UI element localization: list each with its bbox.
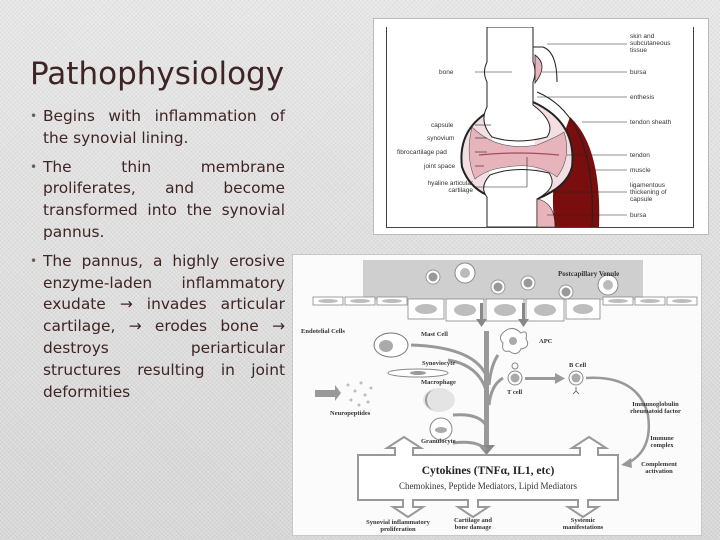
label-complement-activation: Complement activation <box>641 461 677 475</box>
label-endothelial-cells: Endotelial Cells <box>301 328 345 335</box>
label-macrophage: Macrophage <box>421 379 456 386</box>
cytokine-pathway-figure: Postcapillary Venule Endotelial Cells Ma… <box>292 254 702 536</box>
label-apc: APC <box>539 338 553 345</box>
label-bone: bone <box>439 69 454 76</box>
label-bursa-bottom: bursa <box>630 212 647 219</box>
bullet-item: The thin membrane proliferates, and beco… <box>30 157 285 244</box>
label-tendon: tendon <box>630 152 650 159</box>
label-fibrocartilage-pad: fibrocartilage pad <box>397 149 447 156</box>
cytokine-box: Cytokines (TNFα, IL1, etc) Chemokines, P… <box>358 255 618 535</box>
label-joint-space: joint space <box>424 163 456 170</box>
label-immunoglobulin: Immunoglobulin rheumatoid factor <box>630 401 681 415</box>
label-muscle: muscle <box>630 167 651 174</box>
label-immune-complex: Immune complex <box>650 435 674 449</box>
bullet-item: Begins with inflammation of the synovial… <box>30 106 285 150</box>
joint-diagram-frame: bone capsule synovium fibrocartilage pad… <box>386 26 694 228</box>
label-hyaline-cartilage: hyaline articular cartilage <box>427 180 473 194</box>
label-enthesis: enthesis <box>630 94 655 101</box>
joint-anatomy-figure: bone capsule synovium fibrocartilage pad… <box>373 18 709 235</box>
label-tendon-sheath: tendon sheath <box>630 119 672 126</box>
label-mast-cell: Mast Cell <box>421 331 448 338</box>
label-synoviocyte: Synoviocyte <box>422 360 456 367</box>
bullet-item: The pannus, a highly erosive enzyme-lade… <box>30 251 285 404</box>
outcome-cartilage-bone-damage: Cartilage and bone damage <box>453 517 493 531</box>
label-bursa-top: bursa <box>630 69 647 76</box>
cytokines-title: Cytokines (TNFα, IL1, etc) <box>421 465 555 477</box>
label-t-cell: T cell <box>507 389 523 396</box>
cytokines-subtitle: Chemokines, Peptide Mediators, Lipid Med… <box>399 481 577 491</box>
label-capsule: capsule <box>431 122 454 129</box>
joint-diagram-illustration <box>460 26 627 228</box>
label-ligamentous-thickening: ligamentous thickening of capsule <box>630 182 667 203</box>
outcome-synovial-proliferation: Synovial inflammatory proliferation <box>366 519 430 533</box>
label-synovium: synovium <box>427 135 455 142</box>
label-neuropeptides: Neuropeptides <box>330 410 371 417</box>
pathway-illustration <box>312 260 698 519</box>
bullet-list: Begins with inflammation of the synovial… <box>30 106 285 410</box>
label-postcapillary-venule: Postcapillary Venule <box>558 270 620 278</box>
label-skin: skin and subcutaneous tissue <box>630 33 671 54</box>
slide-title: Pathophysiology <box>30 56 285 92</box>
outcome-systemic-manifestations: Systemic manifestations <box>562 517 604 531</box>
label-b-cell: B Cell <box>569 362 587 369</box>
label-granulocyte: Granulocyte <box>421 438 456 445</box>
